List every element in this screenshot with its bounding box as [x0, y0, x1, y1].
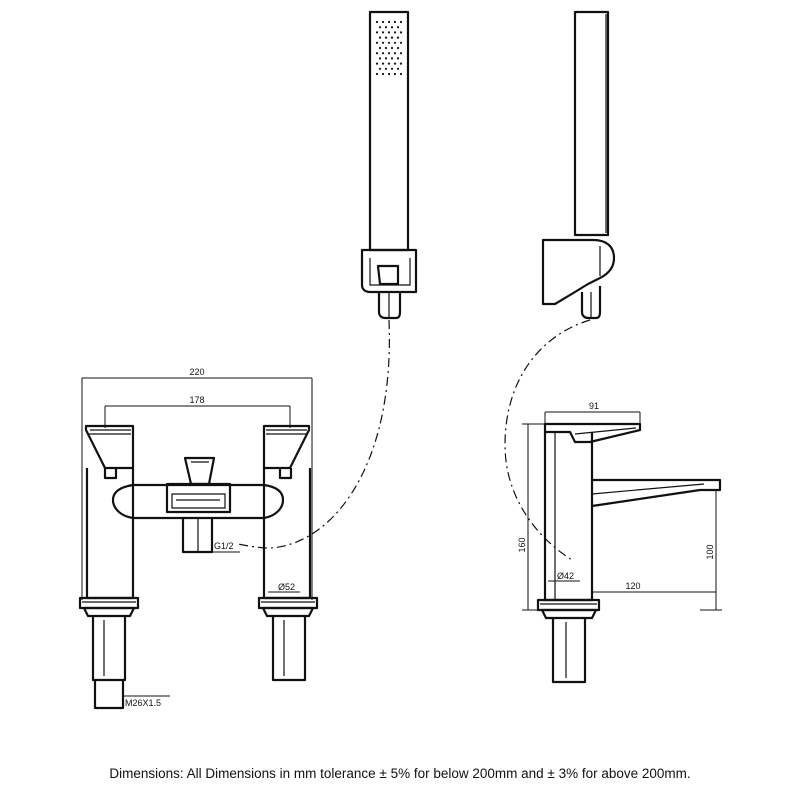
- spray-nozzle: [384, 67, 388, 70]
- spray-nozzle: [390, 57, 394, 60]
- spray-nozzle: [396, 36, 400, 39]
- dim-diameter-42: Ø42: [557, 571, 574, 581]
- spray-nozzle: [390, 46, 394, 50]
- spray-nozzle: [399, 72, 403, 76]
- spray-nozzle: [378, 26, 382, 29]
- spray-nozzle: [393, 20, 397, 24]
- spray-nozzle: [390, 67, 394, 70]
- spray-nozzle: [384, 36, 388, 39]
- spray-nozzle: [387, 62, 391, 65]
- dim-diameter-52: Ø52: [278, 582, 295, 592]
- spray-nozzle: [393, 72, 397, 76]
- spray-nozzle: [378, 36, 382, 39]
- spray-nozzle: [375, 20, 379, 24]
- hose-front: [237, 319, 390, 549]
- spray-nozzle: [396, 46, 400, 50]
- spray-nozzle: [387, 72, 391, 76]
- spray-nozzle: [399, 20, 403, 24]
- spray-nozzle: [399, 31, 403, 34]
- spray-nozzle: [381, 52, 385, 55]
- spray-nozzle: [384, 46, 388, 50]
- spray-nozzle: [375, 31, 379, 34]
- spray-nozzle: [375, 41, 379, 44]
- spray-nozzle: [393, 62, 397, 65]
- spray-nozzle: [381, 31, 385, 34]
- spray-nozzle: [396, 67, 400, 70]
- spray-nozzle: [381, 20, 385, 24]
- handset-front-view: [360, 10, 418, 320]
- spray-nozzle: [381, 62, 385, 65]
- spray-nozzle: [396, 26, 400, 29]
- spray-nozzle: [399, 41, 403, 44]
- spray-nozzle: [399, 62, 403, 65]
- dim-120: 120: [625, 581, 640, 591]
- spray-nozzle: [375, 52, 379, 55]
- dimensions-footnote: Dimensions: All Dimensions in mm toleran…: [109, 766, 691, 781]
- spray-nozzle: [375, 62, 379, 65]
- mixer-side-view: [522, 411, 722, 684]
- spray-nozzle: [378, 67, 382, 70]
- spray-nozzle: [390, 36, 394, 39]
- spray-nozzle: [381, 41, 385, 44]
- handset-spray-face: [375, 20, 403, 76]
- spray-nozzle: [393, 52, 397, 55]
- spray-nozzle: [387, 52, 391, 55]
- dim-160: 160: [517, 537, 527, 552]
- spray-nozzle: [393, 31, 397, 34]
- mixer-front-view: [78, 377, 319, 710]
- dim-91: 91: [589, 401, 599, 411]
- spray-nozzle: [378, 57, 382, 60]
- dim-g12: G1/2: [214, 541, 234, 551]
- spray-nozzle: [393, 41, 397, 44]
- dim-m26: M26X1.5: [125, 698, 161, 708]
- spray-nozzle: [387, 41, 391, 44]
- handset-side-view: [541, 10, 616, 320]
- dim-220: 220: [189, 367, 204, 377]
- spray-nozzle: [384, 26, 388, 29]
- spray-nozzle: [399, 52, 403, 55]
- spray-nozzle: [384, 57, 388, 60]
- spray-nozzle: [396, 57, 400, 60]
- spray-nozzle: [387, 31, 391, 34]
- hose-side: [504, 319, 591, 561]
- spray-nozzle: [378, 46, 382, 50]
- dim-178: 178: [189, 395, 204, 405]
- spray-nozzle: [381, 72, 385, 76]
- spray-nozzle: [390, 26, 394, 29]
- dim-100: 100: [705, 544, 715, 559]
- spray-nozzle: [387, 20, 391, 24]
- spray-nozzle: [375, 72, 379, 76]
